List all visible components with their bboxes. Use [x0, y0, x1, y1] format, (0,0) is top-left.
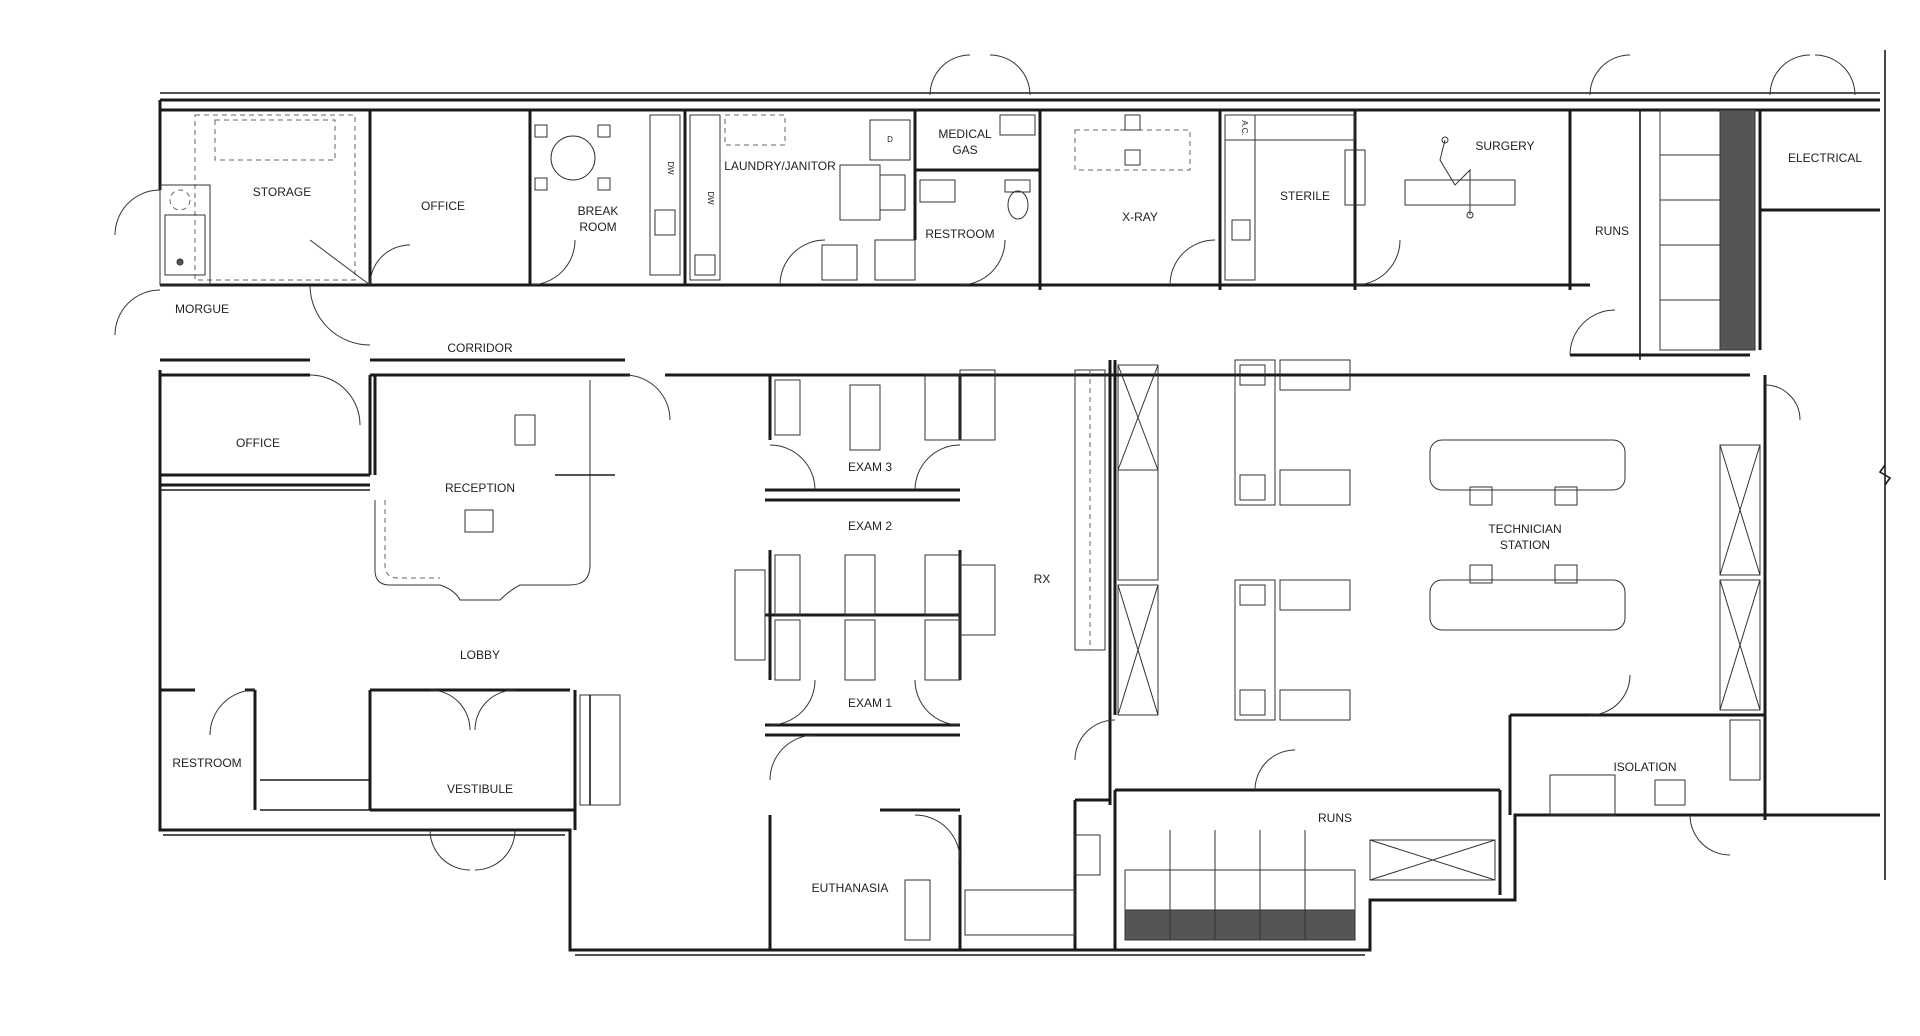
- medical-gas-restroom: [874, 114, 1036, 281]
- runs-top-kennels: [1659, 109, 1756, 351]
- mark-dw-1: DW: [666, 161, 675, 175]
- break-room-table: [534, 114, 681, 276]
- label-exam-3: EXAM 3: [848, 460, 892, 474]
- label-office-left: OFFICE: [236, 436, 280, 450]
- surgery-fixtures: [1404, 136, 1570, 286]
- exam-room-walls: [765, 360, 1112, 950]
- label-break-room-line1: BREAK: [578, 204, 619, 218]
- label-reception: RECEPTION: [445, 481, 515, 495]
- runs-bottom-kennels: [1113, 788, 1502, 950]
- label-euthanasia: EUTHANASIA: [812, 881, 889, 895]
- storage-fixtures: [159, 114, 356, 286]
- label-runs-bottom: RUNS: [1318, 811, 1352, 825]
- label-morgue: MORGUE: [175, 302, 229, 316]
- label-x-ray: X-RAY: [1122, 210, 1158, 224]
- label-lobby: LOBBY: [460, 648, 500, 662]
- mark-dw-2: DW: [706, 191, 715, 205]
- reception-desk: [374, 380, 615, 601]
- sterile-counters: [1224, 114, 1366, 281]
- label-break-room-line2: ROOM: [579, 220, 616, 234]
- mark-ac: A.C.: [1240, 120, 1249, 136]
- label-storage: STORAGE: [253, 185, 311, 199]
- top-row-walls: [160, 108, 1880, 377]
- label-rx: RX: [1034, 572, 1051, 586]
- label-isolation: ISOLATION: [1613, 760, 1676, 774]
- label-medical-gas-line1: MEDICAL: [938, 127, 992, 141]
- laundry-fixtures: [689, 114, 911, 281]
- label-medical-gas-line2: GAS: [952, 143, 977, 157]
- exterior-walls: [158, 50, 1892, 956]
- label-exam-1: EXAM 1: [848, 696, 892, 710]
- label-restroom-top: RESTROOM: [925, 227, 994, 241]
- x-ray-table: [1074, 114, 1191, 171]
- label-corridor: CORRIDOR: [447, 341, 513, 355]
- mark-dryer: D: [887, 135, 893, 144]
- label-technician-station-line2: STATION: [1500, 538, 1550, 552]
- label-exam-2: EXAM 2: [848, 519, 892, 533]
- door-swings: [114, 54, 1856, 871]
- label-runs-top: RUNS: [1595, 224, 1629, 238]
- room-labels: STORAGE OFFICE BREAK ROOM LAUNDRY/JANITO…: [172, 120, 1862, 895]
- rx-counters: [964, 369, 1106, 936]
- left-zone-walls: [160, 375, 621, 830]
- label-surgery: SURGERY: [1475, 139, 1534, 153]
- treatment-area: [1113, 359, 1767, 820]
- label-vestibule: VESTIBULE: [447, 782, 513, 796]
- label-restroom-left: RESTROOM: [172, 756, 241, 770]
- label-sterile: STERILE: [1280, 189, 1330, 203]
- exam-room-fixtures: [734, 369, 1101, 941]
- label-laundry-janitor: LAUNDRY/JANITOR: [724, 159, 836, 173]
- label-technician-station-line1: TECHNICIAN: [1488, 522, 1561, 536]
- isolation-room: [1508, 713, 1765, 816]
- label-electrical: ELECTRICAL: [1788, 151, 1862, 165]
- label-office-top: OFFICE: [421, 199, 465, 213]
